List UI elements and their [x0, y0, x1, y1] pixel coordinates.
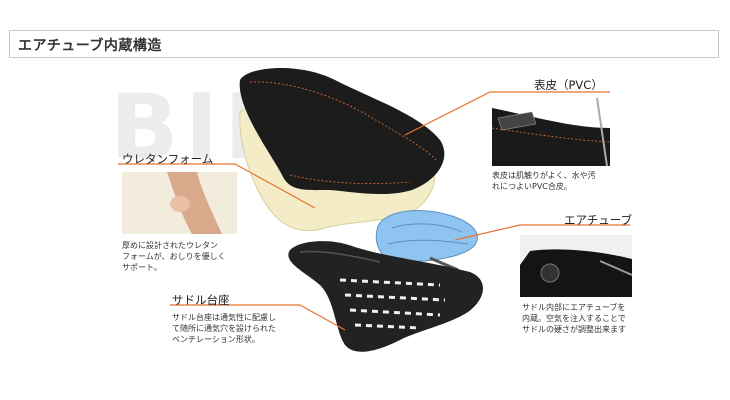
base-label: サドル台座	[172, 293, 230, 307]
leader-line-base	[170, 304, 346, 331]
page-title: エアチューブ内蔵構造	[18, 38, 162, 54]
cover-closeup-photo	[492, 98, 610, 166]
cover-description: 表皮は肌触りがよく、水や汚 れにつよいPVC合皮。	[492, 171, 596, 191]
urethane-description: 厚めに設計されたウレタン フォームが、おしりを優しく サポート。	[122, 241, 226, 272]
saddle-base-layer	[288, 241, 483, 352]
cover-label: 表皮（PVC）	[534, 78, 603, 92]
airtube-label: エアチューブ	[564, 213, 633, 227]
leader-line-cover	[404, 91, 610, 136]
airtube-description: サドル内部にエアチューブを 内蔵。空気を注入することで サドルの硬さが調整出来ま…	[522, 303, 626, 334]
leader-line-airtube	[454, 224, 630, 241]
saddle-cover-layer	[239, 67, 445, 195]
section-title-bar: エアチューブ内蔵構造	[9, 30, 719, 58]
urethane-foam-photo	[122, 172, 237, 234]
base-description: サドル台座は通気性に配慮し て随所に通気穴を設けられた ベンチレーション形状。	[172, 313, 276, 344]
air-tube-layer	[375, 210, 478, 272]
urethane-label: ウレタンフォーム	[122, 152, 214, 166]
leader-line-urethane	[118, 163, 316, 209]
airtube-closeup-photo	[520, 235, 632, 297]
